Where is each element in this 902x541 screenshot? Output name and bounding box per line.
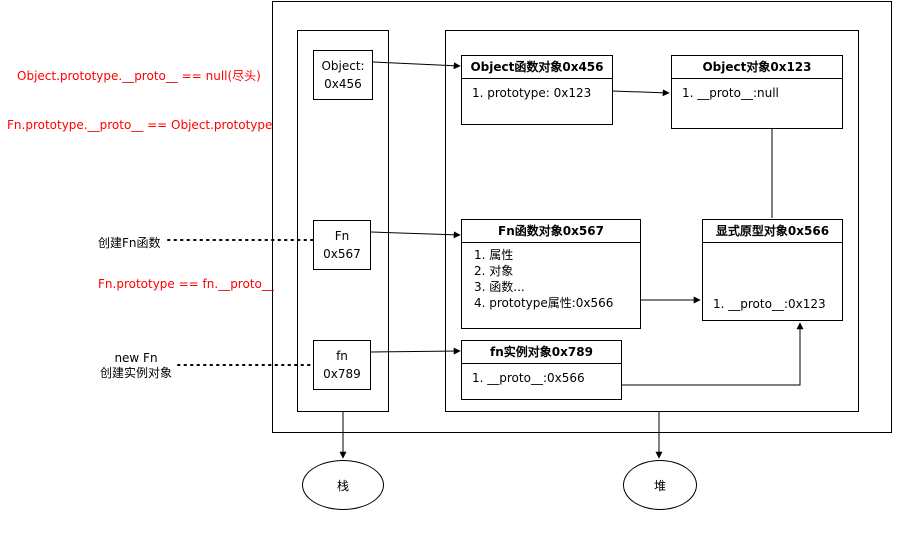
- heap-fn-function-line2: 2. 对象: [474, 264, 514, 278]
- heap-label-text: 堆: [653, 478, 666, 493]
- stack-inst-addr: 0x789: [323, 367, 361, 381]
- heap-fn-function-line3: 3. 函数...: [474, 280, 525, 294]
- heap-prototype-object-proto: 1. __proto__:0x123: [713, 297, 826, 311]
- heap-object-function-title: Object函数对象0x456: [462, 56, 612, 79]
- heap-fn-instance: fn实例对象0x789 1. __proto__:0x566: [461, 340, 622, 400]
- heap-object-instance: Object对象0x123 1. __proto__:null: [671, 55, 843, 129]
- note-new-fn-line1: new Fn: [114, 351, 158, 365]
- stack-fn-addr: 0x567: [323, 247, 361, 261]
- heap-object-instance-proto: 1. __proto__:null: [682, 86, 779, 100]
- heap-object-function-prop: 1. prototype: 0x123: [472, 86, 592, 100]
- note-object-proto-null: Object.prototype.__proto__ == null(尽头): [17, 69, 261, 83]
- stack-label: 栈: [302, 460, 384, 510]
- heap-prototype-object: 显式原型对象0x566 1. __proto__:0x123: [702, 219, 843, 321]
- stack-cell-fn: Fn 0x567: [313, 220, 371, 270]
- note-create-fn: 创建Fn函数: [98, 236, 161, 250]
- stack-object-name: Object:: [321, 59, 365, 73]
- stack-object-addr: 0x456: [324, 77, 362, 91]
- heap-object-instance-title: Object对象0x123: [672, 56, 842, 79]
- note-new-fn-line2: 创建实例对象: [99, 366, 172, 380]
- note-fn-prototype-eq: Fn.prototype == fn.__proto__: [98, 277, 274, 291]
- heap-fn-function-line4: 4. prototype属性:0x566: [474, 296, 614, 310]
- note-fn-proto-object: Fn.prototype.__proto__ == Object.prototy…: [7, 118, 273, 132]
- stack-cell-object: Object: 0x456: [313, 50, 373, 100]
- note-new-fn: new Fn 创建实例对象: [86, 351, 186, 381]
- stack-inst-name: fn: [336, 349, 348, 363]
- heap-prototype-object-title: 显式原型对象0x566: [703, 220, 842, 243]
- heap-fn-function-line1: 1. 属性: [474, 248, 514, 262]
- heap-label: 堆: [623, 460, 697, 510]
- stack-label-text: 栈: [336, 478, 349, 493]
- heap-fn-instance-title: fn实例对象0x789: [462, 341, 621, 364]
- heap-fn-function-title: Fn函数对象0x567: [462, 220, 640, 243]
- heap-fn-function: Fn函数对象0x567 1. 属性 2. 对象 3. 函数... 4. prot…: [461, 219, 641, 329]
- heap-fn-function-body: 1. 属性 2. 对象 3. 函数... 4. prototype属性:0x56…: [462, 243, 640, 315]
- heap-object-function: Object函数对象0x456 1. prototype: 0x123: [461, 55, 613, 125]
- stack-fn-name: Fn: [334, 229, 350, 243]
- stack-cell-instance: fn 0x789: [313, 340, 371, 390]
- heap-fn-instance-proto: 1. __proto__:0x566: [472, 371, 585, 385]
